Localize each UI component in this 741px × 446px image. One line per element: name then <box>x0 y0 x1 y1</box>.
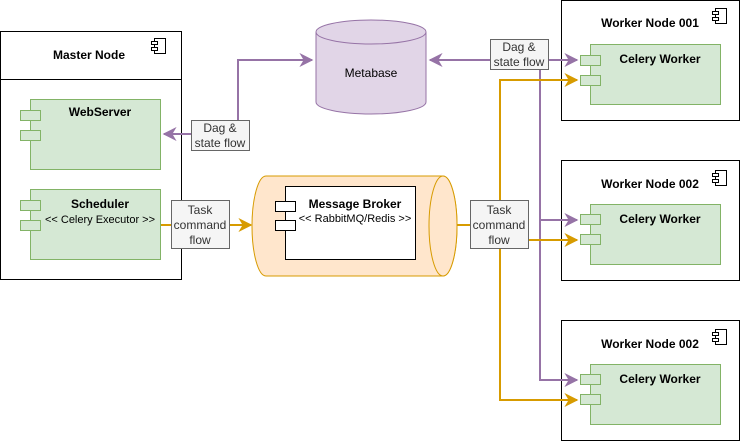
dag-flow-label-left: Dag & state flow <box>191 120 250 151</box>
celery-worker-label: Celery Worker <box>619 52 700 66</box>
label-line: flow <box>488 233 510 247</box>
worker-node-1: Worker Node 001 Celery Worker <box>561 0 740 121</box>
label-line: Dag & <box>203 121 236 135</box>
metabase-label: Metabase <box>345 66 398 80</box>
label-line: command <box>174 218 227 232</box>
celery-worker-label: Celery Worker <box>619 372 700 386</box>
webserver-component: WebServer <box>20 99 161 170</box>
component-icon <box>712 8 727 24</box>
label-line: command <box>473 218 526 232</box>
label-line: Task <box>188 203 214 217</box>
component-icon <box>712 329 727 345</box>
metabase-worker3-connector <box>539 220 579 387</box>
celery-worker-label: Celery Worker <box>619 212 700 226</box>
label-line: state flow <box>195 136 246 150</box>
label-line: Task <box>487 203 513 217</box>
broker-label: Message Broker <box>309 197 402 211</box>
worker-node-2: Worker Node 002 Celery Worker <box>561 160 740 281</box>
worker-node-title: Worker Node 002 <box>601 177 699 191</box>
broker-worker3-connector <box>499 240 579 407</box>
broker-worker1-connector <box>499 73 579 225</box>
master-node-title: Master Node <box>53 48 125 62</box>
task-flow-label-left: Task command flow <box>171 200 230 249</box>
webserver-label: WebServer <box>69 105 132 119</box>
scheduler-sublabel: << Celery Executor >> <box>45 214 155 226</box>
component-icon <box>712 170 727 186</box>
label-line: state flow <box>494 55 545 69</box>
label-line: flow <box>189 233 211 247</box>
scheduler-label: Scheduler <box>71 197 129 211</box>
task-flow-label-right: Task command flow <box>470 200 529 249</box>
metabase-database: Metabase <box>315 19 427 115</box>
worker-node-title: Worker Node 002 <box>601 337 699 351</box>
worker-node-3: Worker Node 002 Celery Worker <box>561 320 740 441</box>
dag-flow-label-right: Dag & state flow <box>490 39 549 70</box>
component-icon <box>151 38 166 54</box>
label-line: Dag & <box>502 40 535 54</box>
scheduler-component: Scheduler << Celery Executor >> <box>20 189 161 260</box>
worker-node-title: Worker Node 001 <box>601 16 699 30</box>
broker-sublabel: << RabbitMQ/Redis >> <box>299 213 412 225</box>
message-broker-component: Message Broker << RabbitMQ/Redis >> <box>275 186 416 260</box>
